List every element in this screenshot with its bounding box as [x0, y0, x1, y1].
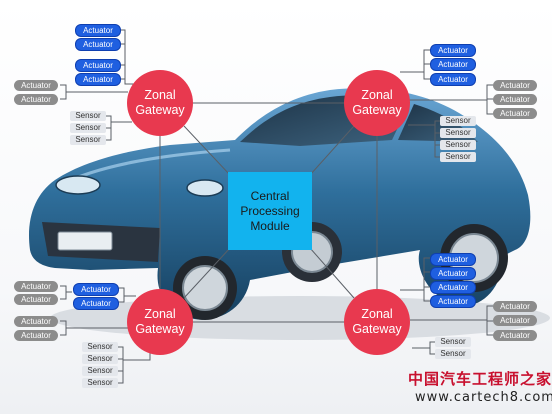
sensor-tag: Sensor	[435, 349, 471, 359]
bus-bl-gray-top	[60, 285, 72, 300]
zonal-gateway-top-left: Zonal Gateway	[127, 70, 193, 136]
actuator-tag: Actuator	[75, 73, 121, 86]
sensor-tag: Sensor	[82, 342, 118, 352]
zonal-gateway-bottom-right: Zonal Gateway	[344, 289, 410, 355]
actuator-tag: Actuator	[14, 294, 58, 305]
actuator-tag: Actuator	[14, 330, 58, 341]
sensor-tag: Sensor	[440, 128, 476, 138]
sensor-tag: Sensor	[82, 366, 118, 376]
bus-br-gray	[410, 305, 493, 336]
sensor-tag: Sensor	[70, 135, 106, 145]
bus-tl-sensor	[106, 115, 132, 141]
actuator-tag: Actuator	[493, 80, 537, 91]
actuator-tag: Actuator	[493, 108, 537, 119]
watermark-url: www.cartech8.com	[415, 390, 552, 405]
headlight-right	[186, 179, 224, 197]
bus-tr-blue	[400, 49, 430, 80]
actuator-tag: Actuator	[430, 253, 476, 266]
actuator-tag: Actuator	[493, 315, 537, 326]
bus-br-sensor	[412, 341, 435, 355]
sensor-tag: Sensor	[82, 354, 118, 364]
actuator-tag: Actuator	[493, 94, 537, 105]
bus-bl-blue	[118, 287, 136, 303]
actuator-tag: Actuator	[75, 24, 121, 37]
actuator-tag: Actuator	[430, 44, 476, 57]
actuator-tag: Actuator	[493, 330, 537, 341]
bus-br-blue	[400, 257, 430, 302]
bus-tl-gray	[60, 84, 128, 100]
sensor-tag: Sensor	[70, 111, 106, 121]
actuator-tag: Actuator	[14, 94, 58, 105]
actuator-tag: Actuator	[14, 80, 58, 91]
link-br-cpm	[309, 247, 355, 299]
bus-bl-sensor	[118, 346, 151, 384]
zonal-gateway-bottom-left: Zonal Gateway	[127, 289, 193, 355]
actuator-tag: Actuator	[430, 58, 476, 71]
sensor-tag: Sensor	[82, 378, 118, 388]
gateway-label: Zonal Gateway	[352, 307, 402, 336]
actuator-tag: Actuator	[14, 316, 58, 327]
headlight-left	[55, 175, 101, 195]
sensor-tag: Sensor	[440, 152, 476, 162]
actuator-tag: Actuator	[493, 301, 537, 312]
watermark-brand: 中国汽车工程师之家	[408, 370, 552, 388]
stub-tl-blue	[120, 43, 125, 80]
gateway-label: Zonal Gateway	[135, 88, 185, 117]
actuator-tag: Actuator	[430, 267, 476, 280]
actuator-tag: Actuator	[430, 281, 476, 294]
actuator-tag: Actuator	[430, 295, 476, 308]
central-label: Central Processing Module	[240, 188, 300, 233]
zonal-gateway-top-right: Zonal Gateway	[344, 70, 410, 136]
bus-bl-gray-bottom	[60, 320, 128, 336]
sensor-tag: Sensor	[440, 140, 476, 150]
actuator-tag: Actuator	[73, 283, 119, 296]
link-bl-cpm	[183, 247, 231, 299]
actuator-tag: Actuator	[14, 281, 58, 292]
sensor-tag: Sensor	[435, 337, 471, 347]
bus-tr-sensor	[408, 120, 440, 158]
gateway-label: Zonal Gateway	[135, 307, 185, 336]
link-tl-cpm	[183, 125, 231, 176]
sensor-tag: Sensor	[70, 123, 106, 133]
actuator-tag: Actuator	[430, 73, 476, 86]
front-rim	[182, 265, 228, 311]
central-processing-module: Central Processing Module	[228, 172, 312, 250]
actuator-tag: Actuator	[75, 59, 121, 72]
sensor-tag: Sensor	[440, 116, 476, 126]
actuator-tag: Actuator	[73, 297, 119, 310]
link-tr-cpm	[309, 125, 355, 176]
gateway-label: Zonal Gateway	[352, 88, 402, 117]
license-plate	[57, 231, 113, 251]
actuator-tag: Actuator	[75, 38, 121, 51]
bus-tr-gray	[408, 84, 493, 115]
